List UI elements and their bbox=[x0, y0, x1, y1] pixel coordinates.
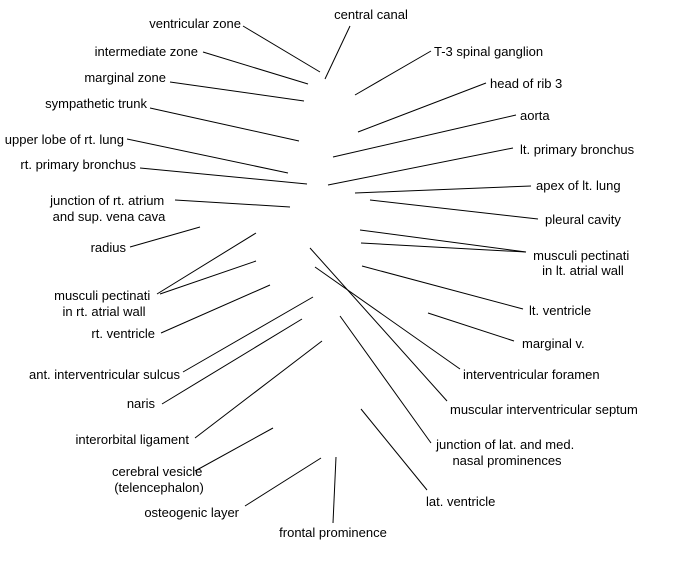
leader-musculi-rt-1 bbox=[156, 232, 257, 295]
label-apex-lt-lung: apex of lt. lung bbox=[536, 178, 621, 193]
leader-apex-lt-lung bbox=[354, 185, 532, 194]
label-ant-interventricular-sulcus: ant. interventricular sulcus bbox=[29, 367, 181, 382]
leader-marginal-zone bbox=[169, 81, 305, 102]
label-musculi-rt: musculi pectinati in rt. atrial wall bbox=[54, 288, 154, 319]
label-junction-rt-atrium: junction of rt. atrium and sup. vena cav… bbox=[49, 193, 168, 224]
label-pleural-cavity: pleural cavity bbox=[545, 212, 621, 227]
label-marginal-v: marginal v. bbox=[522, 336, 585, 351]
label-cerebral-vesicle: cerebral vesicle (telencephalon) bbox=[112, 464, 206, 495]
leader-upper-lobe bbox=[126, 138, 289, 174]
leader-rt-primary-bronchus bbox=[139, 167, 308, 185]
leader-musculi-lt-1 bbox=[359, 229, 527, 253]
label-junction-nasal: junction of lat. and med. nasal prominen… bbox=[435, 437, 578, 468]
leader-marginal-v bbox=[427, 312, 515, 342]
leader-t3-spinal-ganglion bbox=[354, 50, 432, 96]
label-muscular-interventricular-septum: muscular interventricular septum bbox=[450, 402, 638, 417]
label-aorta: aorta bbox=[520, 108, 550, 123]
leader-naris bbox=[161, 318, 303, 405]
label-intermediate-zone: intermediate zone bbox=[95, 44, 198, 59]
leader-radius bbox=[129, 226, 201, 248]
leader-junction-rt-atrium bbox=[174, 199, 291, 208]
leader-aorta bbox=[332, 114, 517, 158]
leader-lt-primary-bronchus bbox=[327, 147, 514, 186]
label-naris: naris bbox=[127, 396, 156, 411]
leader-ant-iv-sulcus bbox=[182, 296, 314, 373]
leader-lines bbox=[126, 25, 539, 524]
label-central-canal: central canal bbox=[334, 7, 408, 22]
label-marginal-zone: marginal zone bbox=[84, 70, 166, 85]
leader-iv-foramen bbox=[314, 266, 461, 370]
label-frontal-prominence: frontal prominence bbox=[279, 525, 387, 540]
label-lt-primary-bronchus: lt. primary bronchus bbox=[520, 142, 635, 157]
leader-rt-ventricle bbox=[160, 284, 271, 334]
leader-osteogenic-layer bbox=[244, 457, 322, 507]
leader-junction-nasal bbox=[339, 315, 432, 444]
leader-central-canal bbox=[324, 25, 351, 80]
label-rt-primary-bronchus: rt. primary bronchus bbox=[20, 157, 136, 172]
leader-musculi-rt-2 bbox=[159, 260, 257, 295]
leader-cerebral-vesicle bbox=[194, 427, 274, 472]
leader-musculi-lt-2 bbox=[360, 242, 527, 253]
label-musculi-lt: musculi pectinati in lt. atrial wall bbox=[533, 248, 633, 278]
leader-ventricular-zone bbox=[242, 25, 321, 73]
leader-lt-ventricle bbox=[361, 265, 524, 310]
leader-lat-ventricle bbox=[360, 408, 428, 491]
leader-sympathetic-trunk bbox=[149, 107, 300, 142]
leader-pleural-cavity bbox=[369, 199, 539, 220]
labels: ventricular zone central canal intermedi… bbox=[5, 7, 638, 540]
label-sympathetic-trunk: sympathetic trunk bbox=[45, 96, 147, 111]
label-lt-ventricle: lt. ventricle bbox=[529, 303, 591, 318]
leader-frontal-prominence bbox=[332, 456, 337, 524]
label-head-of-rib-3: head of rib 3 bbox=[490, 76, 562, 91]
label-ventricular-zone: ventricular zone bbox=[149, 16, 241, 31]
label-rt-ventricle: rt. ventricle bbox=[91, 326, 155, 341]
leader-interorbital-ligament bbox=[194, 340, 323, 439]
label-radius: radius bbox=[91, 240, 127, 255]
leader-intermediate-zone bbox=[202, 51, 309, 85]
label-interorbital-ligament: interorbital ligament bbox=[76, 432, 190, 447]
leader-head-of-rib-3 bbox=[357, 82, 487, 133]
leader-muscular-iv-septum bbox=[309, 247, 448, 402]
label-upper-lobe: upper lobe of rt. lung bbox=[5, 132, 124, 147]
label-interventricular-foramen: interventricular foramen bbox=[463, 367, 600, 382]
label-osteogenic-layer: osteogenic layer bbox=[144, 505, 239, 520]
label-lat-ventricle: lat. ventricle bbox=[426, 494, 495, 509]
label-t3-spinal-ganglion: T-3 spinal ganglion bbox=[434, 44, 543, 59]
